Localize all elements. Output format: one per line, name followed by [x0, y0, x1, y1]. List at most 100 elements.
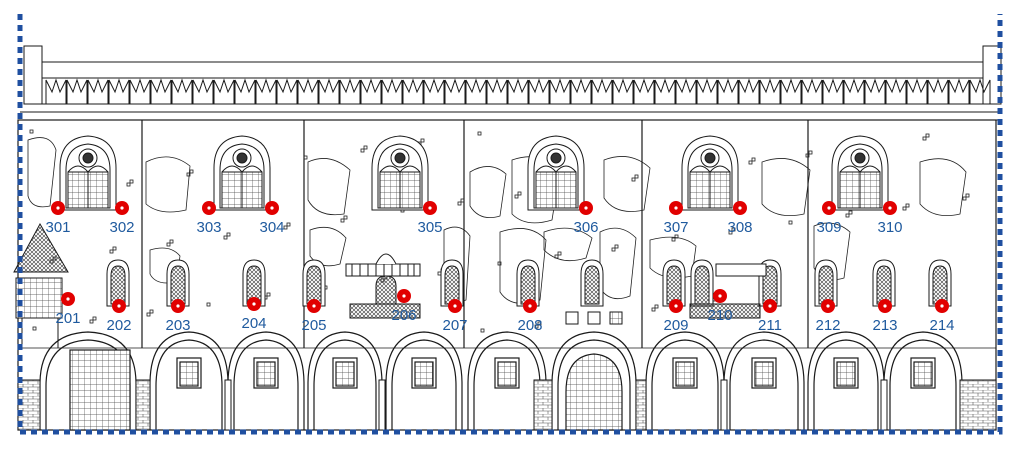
- upper-marker-label: 305: [417, 219, 442, 236]
- upper-marker-label: 306: [573, 219, 598, 236]
- upper-marker-label: 301: [45, 219, 70, 236]
- plaster-patch: [599, 227, 637, 300]
- column: [378, 379, 386, 431]
- stone-block: [808, 150, 813, 155]
- stone-block: [654, 304, 659, 309]
- stone-block: [480, 328, 485, 333]
- lower-marker-label: 203: [165, 317, 190, 334]
- stone-block: [457, 201, 462, 206]
- arched-window: [580, 259, 604, 307]
- stone-block: [902, 206, 907, 211]
- arcade-arch: [227, 331, 305, 430]
- upper-marker-label: 308: [727, 219, 752, 236]
- balconies: [345, 253, 767, 319]
- arcade-arch: [807, 331, 885, 430]
- lower-marker-center: [453, 304, 457, 308]
- lower-marker-label: 206: [391, 307, 416, 324]
- stone-block: [129, 179, 134, 184]
- arched-window: [516, 259, 540, 307]
- arcade-arch: [883, 331, 963, 430]
- stone-block: [788, 220, 793, 225]
- gothic-window: [59, 135, 117, 211]
- upper-marker-label: 309: [816, 219, 841, 236]
- lower-marker-label: 210: [707, 307, 732, 324]
- gothic-windows-upper: [59, 135, 889, 211]
- stone-block: [905, 203, 910, 208]
- plaster-patch: [761, 158, 811, 217]
- upper-marker-center: [584, 206, 588, 210]
- lower-marker-center: [176, 304, 180, 308]
- gothic-window: [371, 135, 429, 211]
- lower-marker-label: 201: [55, 310, 80, 327]
- stone-block: [112, 246, 117, 251]
- lower-marker-center: [718, 294, 722, 298]
- plaster-patch: [145, 156, 191, 213]
- stone-block: [206, 302, 211, 307]
- plaster-patch: [469, 166, 507, 219]
- column: [224, 379, 232, 431]
- stone-block: [146, 312, 151, 317]
- small-openings: [565, 311, 623, 325]
- lower-marker-label: 207: [442, 317, 467, 334]
- stone-block: [611, 247, 616, 252]
- arcade-arch: [385, 331, 463, 430]
- upper-marker-center: [120, 206, 124, 210]
- stone-block: [223, 235, 228, 240]
- stone-block: [32, 326, 37, 331]
- stone-block: [340, 218, 345, 223]
- arcade-arch: [551, 331, 637, 431]
- stone-block: [537, 321, 542, 326]
- stone-block: [748, 160, 753, 165]
- stone-block: [363, 145, 368, 150]
- upper-marker-label: 310: [877, 219, 902, 236]
- lower-marker-label: 205: [301, 317, 326, 334]
- lower-marker-center: [117, 304, 121, 308]
- upper-marker-center: [888, 206, 892, 210]
- arched-window: [814, 259, 838, 307]
- arched-window: [662, 259, 686, 307]
- stone-block: [166, 242, 171, 247]
- arched-window: [166, 259, 190, 307]
- lower-marker-center: [66, 297, 70, 301]
- arcade-arch: [39, 331, 137, 431]
- stone-block: [517, 191, 522, 196]
- stone-block: [266, 292, 271, 297]
- survey-frame: [17, 14, 1003, 435]
- upper-marker-center: [674, 206, 678, 210]
- upper-marker-center: [207, 206, 211, 210]
- brick-pier: [135, 379, 151, 431]
- stone-block: [29, 129, 34, 134]
- arched-window: [690, 259, 714, 307]
- stone-block: [962, 196, 967, 201]
- arcade-arch: [307, 331, 383, 430]
- stone-block: [186, 172, 191, 177]
- stone-block: [534, 324, 539, 329]
- battlement: [20, 45, 1002, 121]
- upper-marker-label: 304: [259, 219, 284, 236]
- gothic-window: [681, 135, 739, 211]
- stone-block: [634, 174, 639, 179]
- arched-windows-middle: [106, 259, 952, 307]
- stone-block: [360, 148, 365, 153]
- stone-block: [343, 215, 348, 220]
- stone-block: [189, 169, 194, 174]
- stone-block: [671, 237, 676, 242]
- stone-block: [805, 153, 810, 158]
- stone-block: [925, 133, 930, 138]
- lower-marker-label: 212: [815, 317, 840, 334]
- wooden-loggia: [13, 222, 69, 348]
- stone-block: [728, 230, 733, 235]
- arched-window: [928, 259, 952, 307]
- stone-block: [514, 194, 519, 199]
- plaster-patch: [499, 228, 547, 304]
- stone-block: [557, 251, 562, 256]
- arcade-arch: [723, 331, 805, 430]
- lower-marker-center: [674, 304, 678, 308]
- lower-marker-label: 214: [929, 317, 954, 334]
- plaster-patch: [307, 158, 351, 216]
- stone-block: [497, 261, 502, 266]
- stone-block: [109, 249, 114, 254]
- ground-floor-arcade: [17, 331, 997, 431]
- stone-block: [614, 244, 619, 249]
